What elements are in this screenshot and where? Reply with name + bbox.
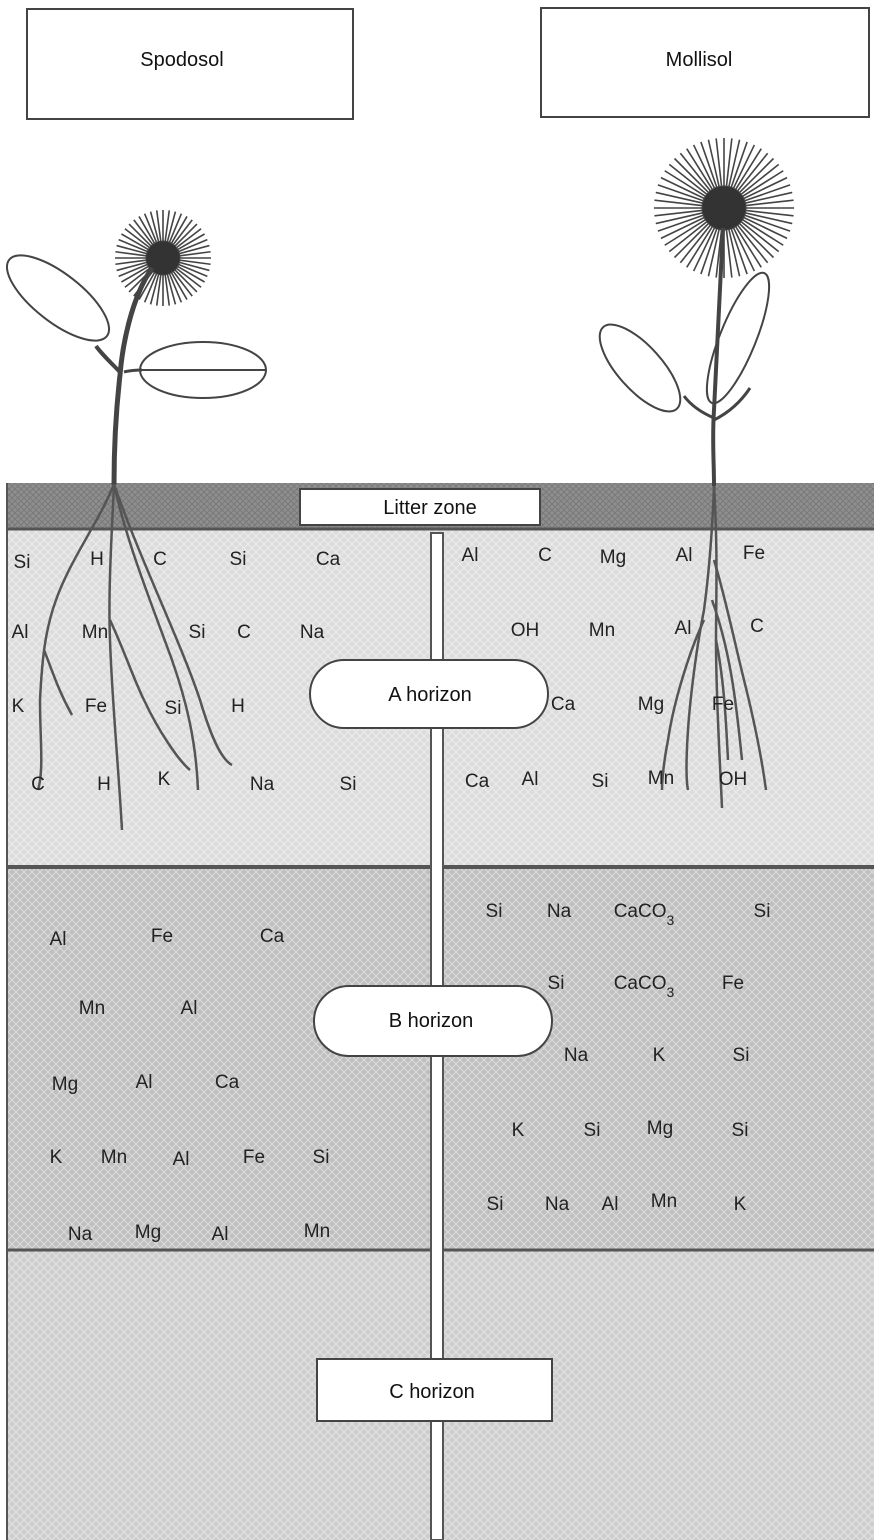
mollisol-b-element-label: Si: [732, 1120, 749, 1141]
c-horizon-label: C horizon: [389, 1381, 475, 1403]
spodosol-b-element-label: Al: [181, 998, 198, 1019]
mollisol-title: Mollisol: [666, 49, 733, 71]
spodosol-flower-icon: [115, 210, 211, 306]
mollisol-a-element-label: Mg: [600, 547, 626, 568]
spodosol-title-box: Spodosol: [27, 9, 353, 119]
mollisol-b-element-label: Si: [754, 901, 771, 922]
mollisol-b-element-label: Na: [545, 1194, 570, 1215]
mollisol-a-element-label: Ca: [551, 694, 576, 715]
mollisol-a-element-label: Al: [675, 618, 692, 639]
spodosol-a-element-label: Al: [12, 622, 29, 643]
spodosol-leaf-left: [0, 241, 122, 355]
a-horizon-label-oval: A horizon: [310, 660, 548, 728]
mollisol-b-element-label: Si: [733, 1045, 750, 1066]
spodosol-a-element-label: K: [158, 769, 171, 790]
spodosol-a-element-label: H: [90, 549, 104, 570]
spodosol-b-element-label: Al: [50, 929, 67, 950]
mollisol-b-element-label: Al: [602, 1194, 619, 1215]
spodosol-b-element-label: Na: [68, 1224, 93, 1245]
spodosol-a-element-label: Si: [165, 698, 182, 719]
mollisol-a-element-label: Mg: [638, 694, 664, 715]
mollisol-a-element-label: Mn: [648, 768, 674, 789]
spodosol-b-element-label: Ca: [260, 926, 285, 947]
mollisol-b-element-label: Na: [547, 901, 572, 922]
a-horizon-label: A horizon: [388, 684, 471, 706]
spodosol-a-element-label: Fe: [85, 696, 107, 717]
spodosol-a-element-label: H: [97, 774, 111, 795]
spodosol-a-element-label: Si: [189, 622, 206, 643]
spodosol-a-element-label: Na: [300, 622, 325, 643]
spodosol-a-element-label: C: [153, 549, 167, 570]
spodosol-b-element-label: Mn: [101, 1147, 127, 1168]
mollisol-a-element-label: Al: [676, 545, 693, 566]
mollisol-a-element-label: Fe: [712, 694, 734, 715]
spodosol-b-element-label: Al: [136, 1072, 153, 1093]
spodosol-a-element-label: H: [231, 696, 245, 717]
spodosol-stem: [114, 268, 152, 485]
spodosol-b-element-label: Al: [212, 1224, 229, 1245]
spodosol-b-element-label: Fe: [151, 926, 173, 947]
mollisol-a-element-label: Ca: [465, 771, 490, 792]
mollisol-b-element-label: Si: [486, 901, 503, 922]
spodosol-plant: [0, 210, 266, 485]
mollisol-a-element-label: Al: [462, 545, 479, 566]
spodosol-b-element-label: Mn: [304, 1221, 330, 1242]
spodosol-b-element-label: K: [50, 1147, 63, 1168]
spodosol-b-element-label: Mg: [135, 1222, 161, 1243]
spodosol-a-element-label: C: [237, 622, 251, 643]
mollisol-b-element-label: Si: [548, 973, 565, 994]
mollisol-a-element-label: Mn: [589, 620, 615, 641]
b-horizon-label: B horizon: [389, 1010, 474, 1032]
spodosol-a-element-label: Mn: [82, 622, 108, 643]
spodosol-a-element-label: Na: [250, 774, 275, 795]
mollisol-b-element-label: Mg: [647, 1118, 673, 1139]
spodosol-a-element-label: Si: [230, 549, 247, 570]
mollisol-a-element-label: C: [538, 545, 552, 566]
spodosol-a-element-label: Ca: [316, 549, 341, 570]
c-horizon-label-box: C horizon: [317, 1359, 552, 1421]
spodosol-a-element-label: C: [31, 774, 45, 795]
litter-zone-label: Litter zone: [383, 497, 476, 519]
mollisol-flower-icon: [654, 138, 794, 278]
b-horizon-label-oval: B horizon: [314, 986, 552, 1056]
mollisol-b-element-label: Na: [564, 1045, 589, 1066]
mollisol-b-element-label: Si: [584, 1120, 601, 1141]
spodosol-b-element-label: Ca: [215, 1072, 240, 1093]
mollisol-a-element-label: OH: [511, 620, 540, 641]
mollisol-b-element-label: K: [512, 1120, 525, 1141]
spodosol-b-element-label: Mn: [79, 998, 105, 1019]
mollisol-b-element-label: K: [734, 1194, 747, 1215]
spodosol-a-element-label: K: [12, 696, 25, 717]
mollisol-title-box: Mollisol: [541, 8, 869, 117]
mollisol-a-element-label: Si: [592, 771, 609, 792]
mollisol-b-element-label: Si: [487, 1194, 504, 1215]
spodosol-title: Spodosol: [140, 49, 223, 71]
spodosol-b-element-label: Mg: [52, 1074, 78, 1095]
mollisol-a-element-label: Fe: [743, 543, 765, 564]
litter-zone-label-box: Litter zone: [300, 489, 540, 525]
spodosol-a-element-label: Si: [340, 774, 357, 795]
mollisol-leaf-upper: [695, 266, 781, 409]
spodosol-a-element-label: Si: [14, 552, 31, 573]
mollisol-leaf-lower: [587, 312, 693, 423]
spodosol-b-element-label: Fe: [243, 1147, 265, 1168]
mollisol-a-element-label: Al: [522, 769, 539, 790]
mollisol-a-element-label: OH: [719, 769, 748, 790]
mollisol-b-element-label: Mn: [651, 1191, 677, 1212]
mollisol-plant: [587, 138, 794, 486]
mollisol-b-element-label: Fe: [722, 973, 744, 994]
mollisol-b-element-label: K: [653, 1045, 666, 1066]
spodosol-b-element-label: Al: [173, 1149, 190, 1170]
spodosol-b-element-label: Si: [313, 1147, 330, 1168]
mollisol-a-element-label: C: [750, 616, 764, 637]
